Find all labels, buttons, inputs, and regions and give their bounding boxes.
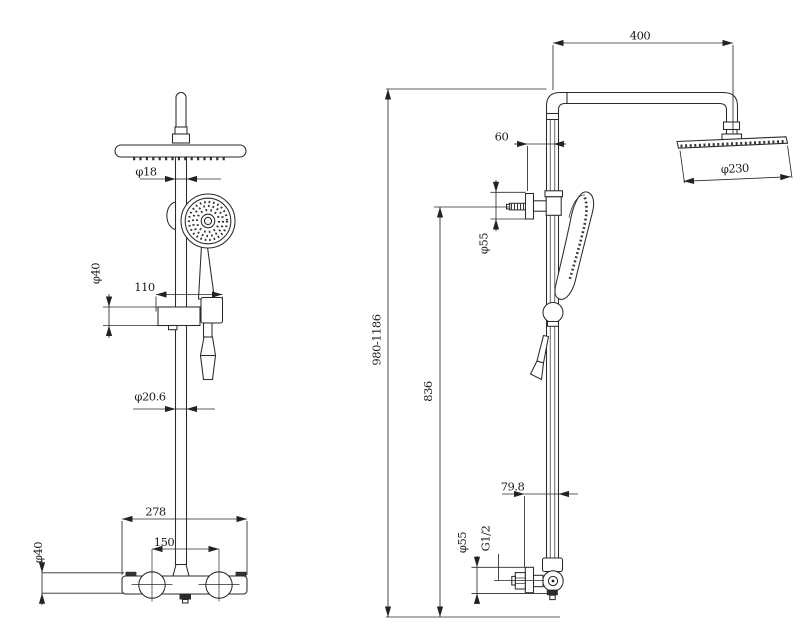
dim-label: 150 [154,535,175,549]
dim-label: φ40 [89,263,103,284]
hand-shower-handle-front [197,242,216,300]
head-connector-side [721,121,743,141]
hose-connector-front [199,322,217,381]
nozzle-edge [568,197,588,281]
valve-lever [546,589,558,596]
slider-bracket-front [157,296,224,331]
dim-valve-body-diameter: φ40 [31,542,124,605]
dim-label: 110 [134,280,155,294]
dim-overall-height: 980-1186 [370,88,560,618]
dim-label: φ55 [455,532,469,553]
dim-label: φ55 [477,233,491,254]
dim-inlet-center-distance: 150 [151,535,220,602]
nozzle-ring-middle [191,204,225,238]
hand-shower-side [554,191,595,300]
mixer-valve-front [121,571,248,604]
nozzle-row [680,140,785,148]
hose-connector-side [529,334,550,381]
nozzle-ring-outer [187,200,229,242]
dim-bracket-flange-diameter: φ55 [477,180,526,254]
dim-rail-height: 836 [421,206,509,617]
dim-label: 980-1186 [370,314,384,365]
dim-label: φ40 [31,542,45,563]
dim-valve-depth: 79.8 [501,480,578,567]
dim-handshower-offset: 110 [134,280,223,312]
diverter-ball-side [542,301,564,327]
hand-shower-front [180,193,236,249]
nozzle-ring-inner [195,208,221,234]
rail-base-connector-front [172,563,190,577]
dim-label: G1/2 [479,525,493,551]
side-view: 400 60 φ230 φ55 [370,29,793,618]
dim-label: 60 [495,130,509,144]
dim-label: 278 [145,505,166,519]
valve-outlet [179,594,191,600]
dim-label: φ20.6 [134,390,165,404]
rain-shower-head-front [114,144,247,161]
wall-bracket-side [505,190,564,220]
hand-shower-holder-front [166,201,177,231]
head-connector-front [171,91,191,144]
dim-head-diameter: φ230 [679,145,793,184]
dim-inlet-flange-diameter: φ55 [455,532,548,604]
rain-shower-head-side [676,136,789,149]
dim-bracket-offset: 60 [495,130,566,191]
dim-head-pipe-diameter: φ18 [135,165,221,183]
dim-label: φ230 [721,161,750,176]
dim-thread-size: G1/2 [479,525,544,581]
dim-rail-diameter: φ20.6 [133,390,215,413]
dim-label: 79.8 [501,480,525,494]
dim-label: 836 [421,381,435,402]
riser-and-arm-side [545,91,739,568]
front-view: φ18 110 φ40 φ20.6 [31,91,248,605]
dim-slider-diameter: φ40 [89,263,158,338]
dim-valve-width: 278 [121,505,248,575]
dim-label: φ18 [135,165,156,179]
dim-arm-reach: 400 [552,29,734,134]
dim-label: 400 [630,29,651,43]
